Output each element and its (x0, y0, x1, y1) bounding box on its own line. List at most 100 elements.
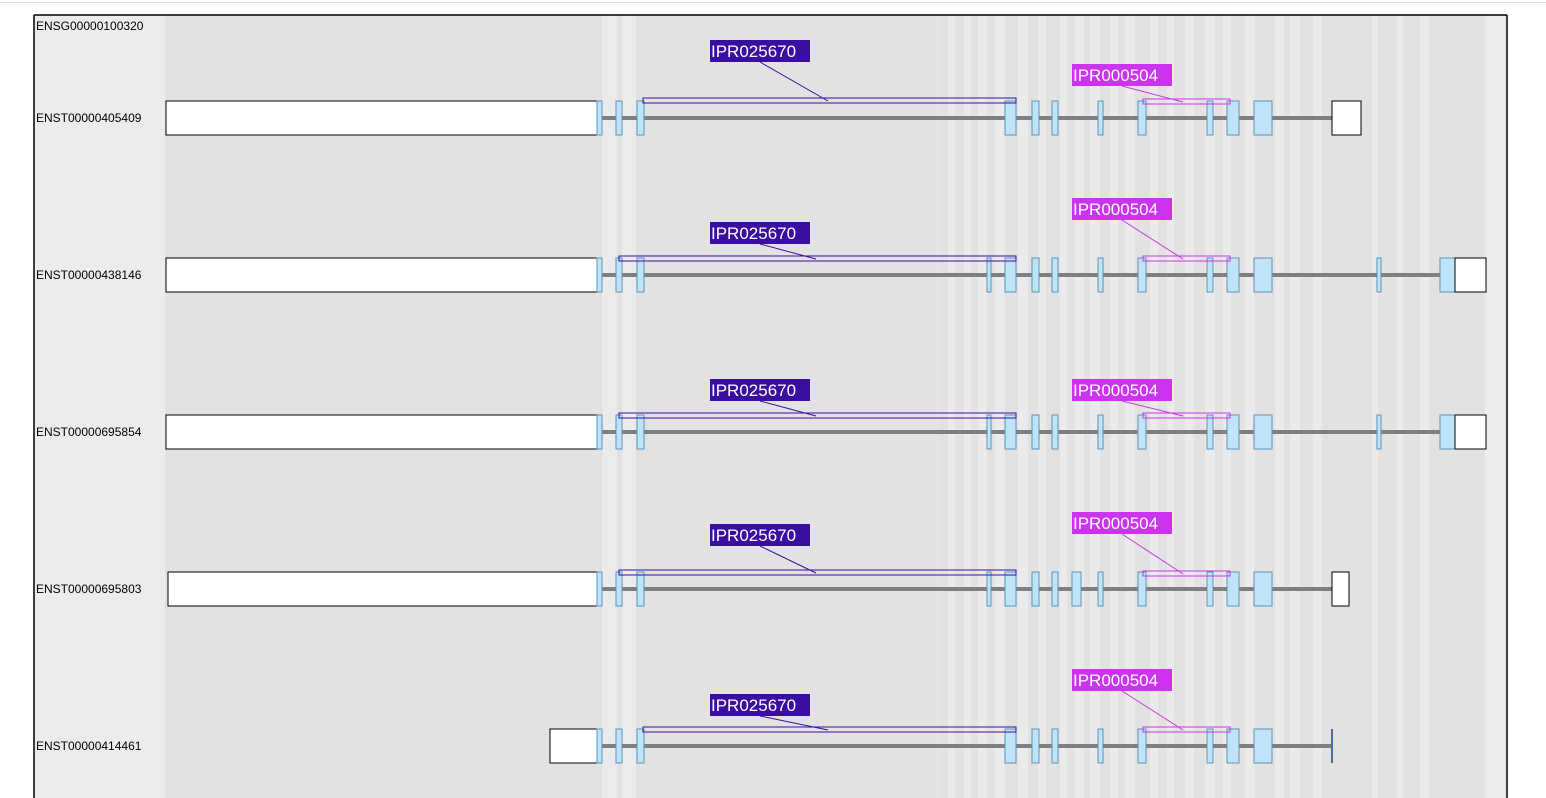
utr-3prime (1454, 414, 1487, 450)
domain-label: IPR000504 (1073, 514, 1158, 533)
domain-label: IPR025670 (711, 526, 796, 545)
exon (636, 257, 645, 293)
background-stripe (1275, 15, 1284, 798)
domain-label: IPR025670 (711, 224, 796, 243)
domain-label-box (710, 379, 810, 401)
background-stripe (978, 15, 987, 798)
background-stripe (948, 15, 955, 798)
background-stripe (1372, 15, 1378, 798)
domain-label-box (710, 40, 810, 62)
domain-span (1142, 255, 1231, 262)
exon (1031, 414, 1040, 450)
domain-label-box (1072, 669, 1172, 691)
exon (1137, 100, 1147, 136)
utr-3prime (1331, 571, 1350, 607)
background-stripe (1223, 15, 1231, 798)
exon (1439, 257, 1456, 293)
exon (1031, 257, 1040, 293)
protein-domain-ipr025670: IPR025670 (642, 694, 1017, 733)
protein-domain-ipr000504: IPR000504 (1072, 198, 1231, 262)
exon (636, 100, 645, 136)
exon (615, 728, 623, 764)
exon (636, 571, 645, 607)
exon (1004, 414, 1017, 450)
background-stripe (1290, 15, 1300, 798)
domain-span (618, 255, 1017, 262)
domain-label: IPR000504 (1073, 200, 1158, 219)
exon (986, 257, 992, 293)
utr-5prime (165, 414, 599, 450)
protein-domain-ipr000504: IPR000504 (1072, 512, 1231, 577)
domain-connector (1121, 400, 1184, 417)
exon (615, 257, 623, 293)
exon (1253, 257, 1273, 293)
protein-domain-ipr025670: IPR025670 (618, 379, 1017, 419)
domain-connector (1121, 219, 1184, 260)
domain-label: IPR000504 (1073, 381, 1158, 400)
exon (1253, 414, 1273, 450)
exon (1439, 414, 1456, 450)
domain-span (1142, 570, 1231, 577)
domain-label-box (1072, 64, 1172, 86)
utr-3prime (1331, 100, 1362, 136)
protein-domain-ipr025670: IPR025670 (618, 524, 1017, 576)
utr-3prime (1454, 257, 1487, 293)
exon (986, 571, 992, 607)
exon (596, 257, 603, 293)
exon (1226, 100, 1240, 136)
exon (1206, 571, 1214, 607)
utr-5prime (167, 571, 599, 607)
background-stripe (1485, 15, 1505, 798)
domain-span (618, 412, 1017, 419)
domain-label: IPR025670 (711, 696, 796, 715)
transcript-tracks: ENST00000405409IPR025670IPR000504ENST000… (36, 40, 1487, 764)
background-stripe (1090, 15, 1100, 798)
exon (1137, 571, 1147, 607)
exon (1004, 100, 1017, 136)
exon (1097, 100, 1104, 136)
exon (1031, 728, 1040, 764)
background-stripe (1245, 15, 1255, 798)
gene-id-label: ENSG00000100320 (36, 19, 144, 33)
exon (596, 100, 603, 136)
domain-label-box (710, 222, 810, 244)
background-stripe (964, 15, 971, 798)
exon (1137, 728, 1147, 764)
exon (1097, 571, 1104, 607)
background-stripe (602, 15, 617, 798)
exon (615, 414, 623, 450)
domain-connector (759, 715, 829, 731)
domain-connector (1121, 85, 1184, 103)
exon (1206, 414, 1214, 450)
exon (1051, 414, 1059, 450)
exon (1051, 100, 1059, 136)
exon (1004, 728, 1017, 764)
utr-5prime (165, 100, 599, 136)
exon (1226, 571, 1240, 607)
exon (1031, 100, 1040, 136)
domain-connector (1121, 690, 1184, 731)
exon (1137, 257, 1147, 293)
exon (1097, 728, 1104, 764)
background-stripe (1420, 15, 1429, 798)
domain-label: IPR000504 (1073, 66, 1158, 85)
domain-label: IPR000504 (1073, 671, 1158, 690)
background-stripe (1125, 15, 1135, 798)
protein-domain-ipr000504: IPR000504 (1072, 64, 1231, 105)
label-column-background (34, 15, 165, 798)
exon (596, 728, 603, 764)
domain-connector (759, 61, 829, 102)
domain-connector (759, 400, 817, 417)
exon (1253, 100, 1273, 136)
exon-column-stripes (602, 15, 1505, 798)
domain-connector (759, 545, 817, 574)
domain-span (1142, 98, 1231, 105)
exon (1376, 414, 1382, 450)
exon (636, 728, 645, 764)
exon (1097, 414, 1104, 450)
